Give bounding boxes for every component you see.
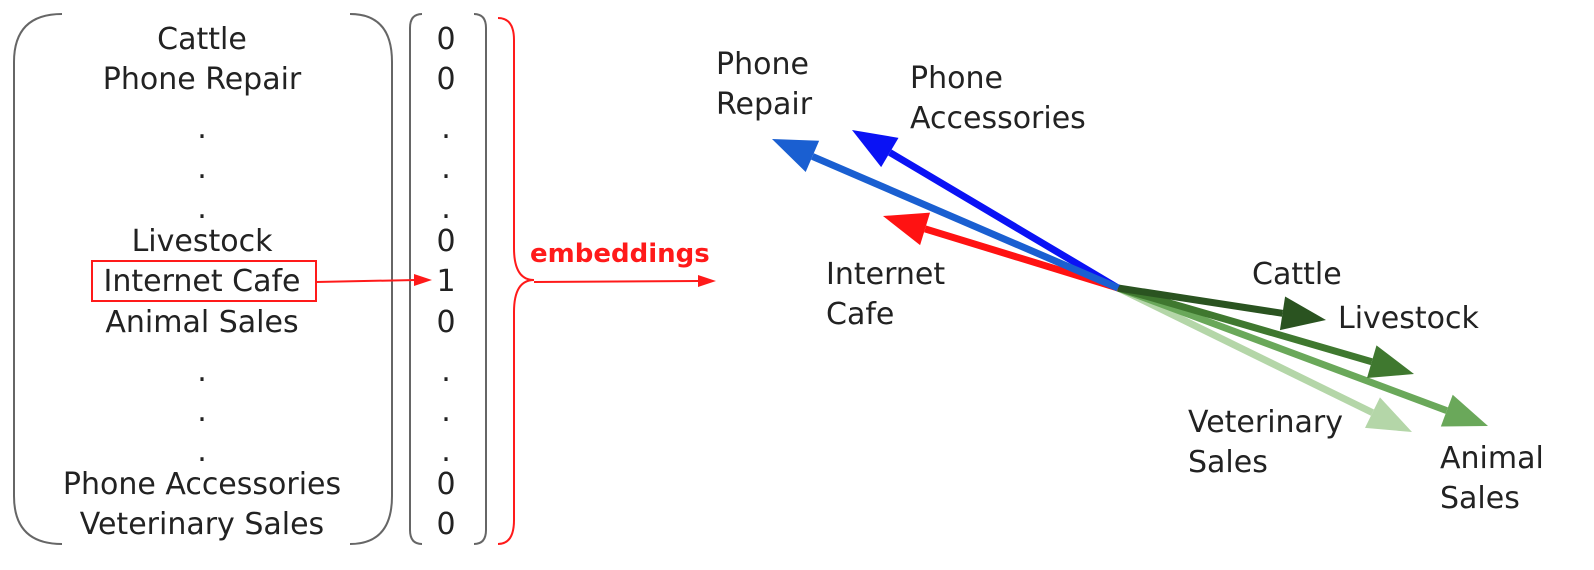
one-hot-value: 0	[436, 467, 455, 502]
ellipsis-dot: .	[441, 191, 451, 226]
embeddings-arrow-line	[533, 280, 699, 283]
vector-label: Sales	[1188, 445, 1268, 480]
one-hot-value-column: 00...010...00	[436, 22, 455, 542]
highlight-arrow-head	[414, 274, 432, 286]
ellipsis-dot: .	[197, 151, 207, 186]
embeddings-label: embeddings	[530, 239, 710, 269]
vector-label: Livestock	[1338, 301, 1480, 336]
one-hot-label: Veterinary Sales	[80, 507, 324, 542]
one-hot-value: 0	[436, 507, 455, 542]
vector-shaft	[811, 153, 1120, 292]
vector-arrowhead	[1367, 345, 1414, 379]
vector-label: Cafe	[826, 297, 894, 332]
ellipsis-dot: .	[441, 394, 451, 429]
vector-shaft	[924, 225, 1120, 292]
vector-label: Animal	[1440, 441, 1544, 476]
vector-label: Veterinary	[1188, 405, 1343, 440]
embeddings-brace	[497, 17, 535, 545]
vector-label: Repair	[716, 87, 813, 122]
vector-right-bracket	[473, 13, 487, 545]
embedding-vectors	[772, 130, 1488, 432]
vector-arrowhead	[852, 130, 899, 168]
vector-shaft	[1117, 284, 1284, 317]
vector-shaft	[1116, 284, 1448, 414]
vector-shaft	[1116, 284, 1375, 416]
ellipsis-dot: .	[197, 354, 207, 389]
one-hot-label: Phone Accessories	[63, 467, 341, 502]
one-hot-label: Cattle	[157, 22, 247, 57]
vector-label: Cattle	[1252, 257, 1342, 292]
vector-shaft	[888, 149, 1120, 292]
vector-arrowhead	[1279, 296, 1326, 331]
one-hot-value: 0	[436, 305, 455, 340]
one-hot-label: Livestock	[132, 224, 274, 259]
vector-label: Phone	[910, 61, 1003, 96]
vector-arrowhead	[1440, 394, 1488, 427]
one-hot-value: 0	[436, 224, 455, 259]
ellipsis-dot: .	[197, 434, 207, 469]
one-hot-label: Animal Sales	[105, 305, 298, 340]
right-paren	[349, 13, 393, 545]
vector-label: Sales	[1440, 481, 1520, 516]
embeddings-arrow-head	[698, 275, 716, 287]
ellipsis-dot: .	[197, 394, 207, 429]
ellipsis-dot: .	[441, 354, 451, 389]
vector-arrowhead	[883, 212, 931, 246]
vector-label: Internet	[826, 257, 945, 292]
ellipsis-dot: .	[441, 111, 451, 146]
vector-arrowhead	[772, 139, 820, 173]
ellipsis-dot: .	[197, 111, 207, 146]
vector-arrowhead	[1365, 397, 1412, 432]
left-paren	[13, 13, 63, 545]
highlight-arrow-line	[315, 279, 417, 283]
one-hot-value: 0	[436, 62, 455, 97]
vector-label: Accessories	[910, 101, 1086, 136]
one-hot-value: 1	[436, 264, 455, 299]
ellipsis-dot: .	[441, 151, 451, 186]
vector-shaft	[1117, 284, 1373, 366]
vector-left-bracket	[409, 13, 423, 545]
ellipsis-dot: .	[441, 434, 451, 469]
vector-label: Phone	[716, 47, 809, 82]
ellipsis-dot: .	[197, 191, 207, 226]
one-hot-label: Internet Cafe	[103, 264, 300, 299]
one-hot-value: 0	[436, 22, 455, 57]
one-hot-label: Phone Repair	[103, 62, 302, 97]
